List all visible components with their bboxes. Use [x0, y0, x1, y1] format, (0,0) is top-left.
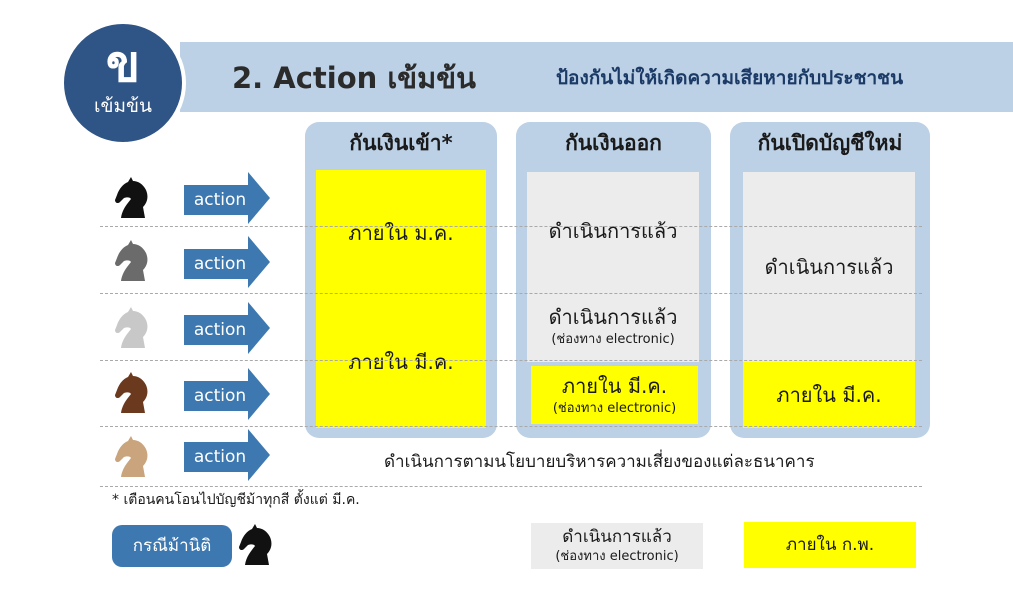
deposit-cell-mar: ภายใน มี.ค.	[316, 296, 486, 428]
horse-icon-tan	[112, 436, 152, 478]
arrow-body	[184, 381, 250, 411]
column-heading-new-account: กันเปิดบัญชีใหม่	[757, 131, 903, 155]
arrow-head	[248, 236, 270, 288]
action-label: action	[193, 447, 247, 467]
footnote: * เตือนคนโอนไปบัญชีม้าทุกสี ตั้งแต่ มี.ค…	[112, 492, 360, 508]
action-arrow-4: action	[184, 368, 270, 420]
action-label: action	[193, 320, 247, 340]
level-badge: ข เข้มข้น	[60, 20, 186, 146]
legend-feb: ภายใน ก.พ.	[744, 522, 916, 568]
arrow-head	[248, 172, 270, 224]
deposit-cell-jan: ภายใน ม.ค.	[316, 170, 486, 296]
row-divider	[100, 226, 922, 227]
arrow-body	[184, 249, 250, 279]
horse-icon-black	[112, 177, 152, 219]
column-heading-deposit: กันเงินเข้า*	[349, 131, 453, 155]
withdraw-cell-done: ดำเนินการแล้ว	[527, 172, 699, 290]
horse-shape	[115, 307, 148, 348]
row-divider	[100, 486, 922, 487]
page-title: 2. Action เข้มข้น	[232, 61, 476, 95]
action-label: action	[193, 254, 247, 274]
action-arrow-5: action	[184, 429, 270, 481]
withdraw-cell-mar-text: ภายใน มี.ค.	[561, 374, 668, 398]
withdraw-cell-mar-sub: (ช่องทาง electronic)	[552, 401, 677, 416]
arrow-body	[184, 185, 250, 215]
badge-letter: ข	[105, 35, 141, 93]
arrow-body	[184, 315, 250, 345]
action-label: action	[193, 386, 247, 406]
legend-done-text: ดำเนินการแล้ว	[562, 527, 672, 547]
withdraw-cell-done-electronic-sub: (ช่องทาง electronic)	[551, 332, 675, 347]
horse-icon-grey	[112, 240, 152, 282]
withdraw-cell-done-text: ดำเนินการแล้ว	[548, 219, 678, 243]
header-bar	[180, 42, 1013, 112]
new-account-cell-done: ดำเนินการแล้ว	[743, 172, 915, 362]
policy-text: ดำเนินการตามนโยบายบริหารความเสี่ยงของแต่…	[384, 452, 815, 472]
withdraw-cell-done-electronic-text: ดำเนินการแล้ว	[548, 305, 678, 329]
horse-shape	[115, 240, 148, 281]
new-account-cell-mar: ภายใน มี.ค.	[743, 362, 915, 428]
juristic-mule-button[interactable]: กรณีม้านิติ	[112, 525, 232, 567]
deposit-cell-jan-text: ภายใน ม.ค.	[348, 221, 454, 245]
new-account-cell-mar-text: ภายใน มี.ค.	[776, 383, 882, 407]
page-subtitle: ป้องกันไม่ให้เกิดความเสียหายกับประชาชน	[556, 67, 904, 89]
action-arrow-2: action	[184, 236, 270, 288]
deposit-cell-mar-text: ภายใน มี.ค.	[348, 350, 454, 374]
arrow-body	[184, 442, 250, 472]
action-arrow-3: action	[184, 302, 270, 354]
legend-feb-text: ภายใน ก.พ.	[785, 535, 875, 555]
horse-shape	[115, 436, 148, 477]
new-account-cell-done-text: ดำเนินการแล้ว	[764, 255, 894, 279]
horse-icon-light-grey	[112, 307, 152, 349]
withdraw-cell-done-electronic: ดำเนินการแล้ว (ช่องทาง electronic)	[527, 290, 699, 362]
row-divider	[100, 360, 922, 361]
arrow-head	[248, 302, 270, 354]
badge-label: เข้มข้น	[94, 95, 152, 117]
horse-shape	[239, 524, 272, 565]
horse-icon-brown	[112, 372, 152, 414]
legend-done-electronic: ดำเนินการแล้ว (ช่องทาง electronic)	[531, 523, 703, 569]
arrow-head	[248, 368, 270, 420]
legend-done-sub: (ช่องทาง electronic)	[555, 549, 679, 564]
action-arrow-1: action	[184, 172, 270, 224]
action-label: action	[193, 190, 247, 210]
horse-shape	[115, 372, 148, 413]
column-heading-withdraw: กันเงินออก	[565, 131, 662, 155]
row-divider	[100, 293, 922, 294]
horse-shape	[115, 177, 148, 218]
withdraw-cell-mar: ภายใน มี.ค. (ช่องทาง electronic)	[531, 366, 698, 424]
row-divider	[100, 426, 922, 427]
arrow-head	[248, 429, 270, 481]
horse-icon-juristic	[236, 524, 276, 566]
